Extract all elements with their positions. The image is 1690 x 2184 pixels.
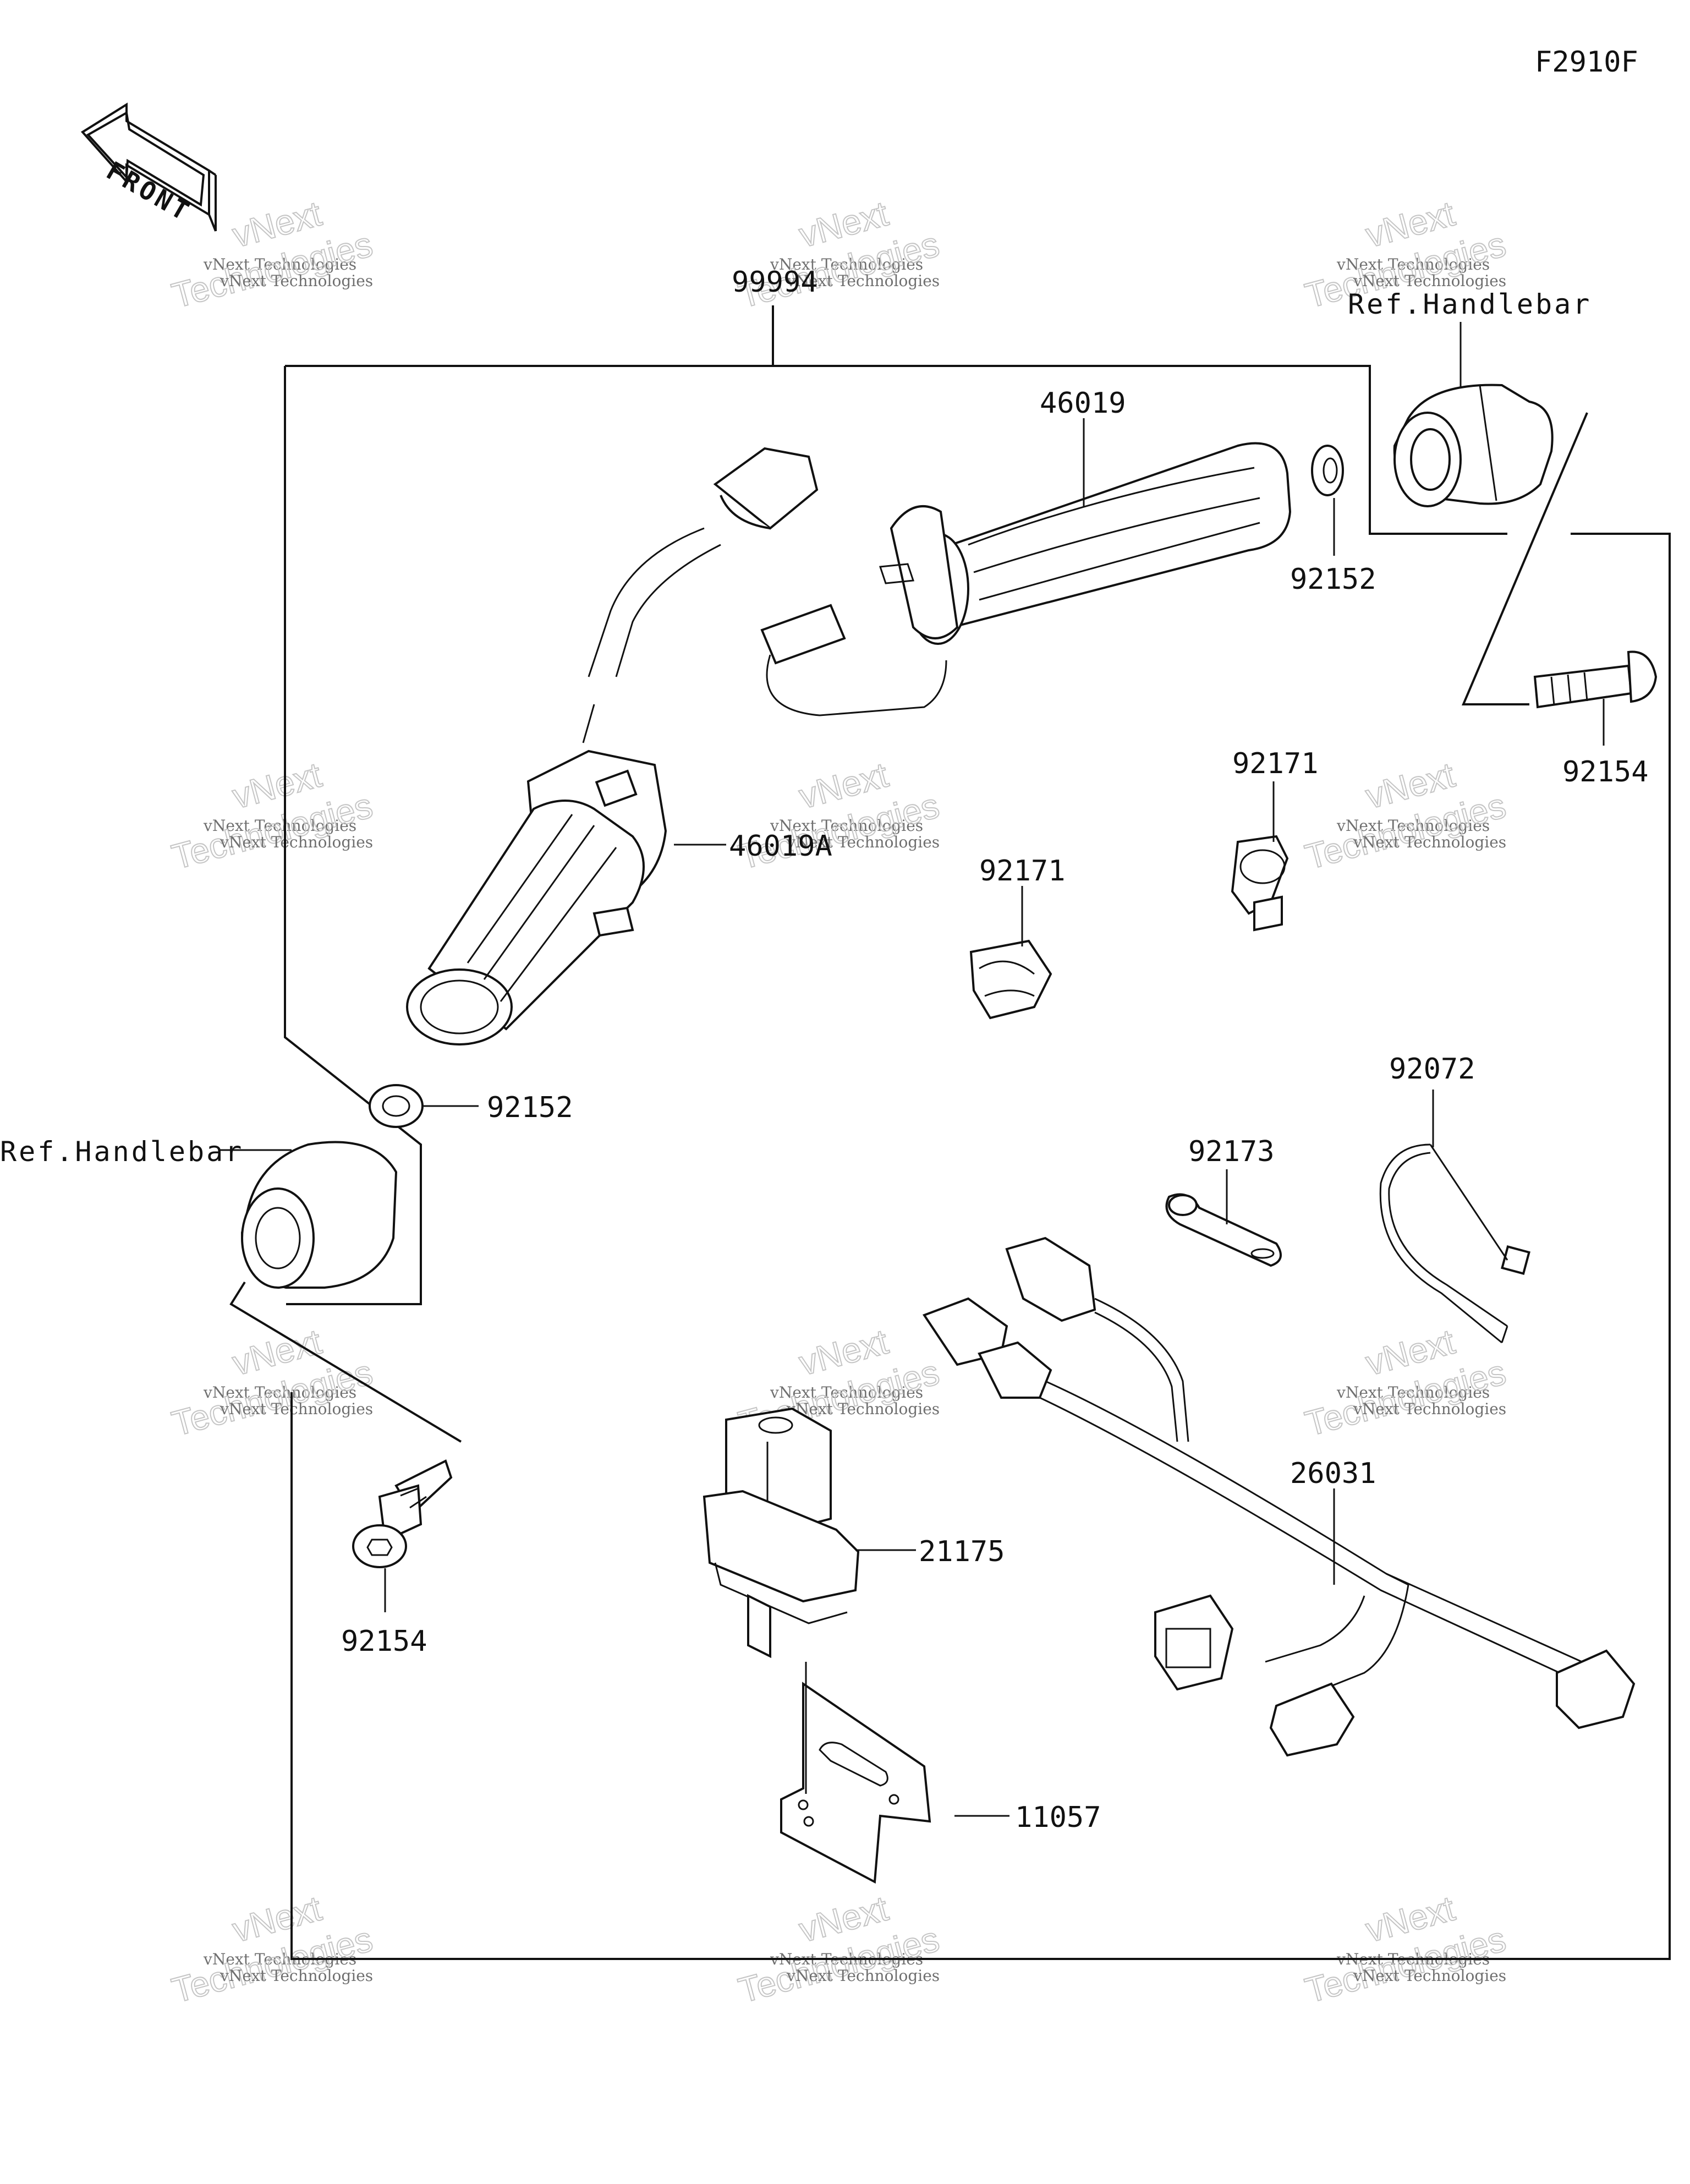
part-label-relay: 21175	[919, 1535, 1005, 1568]
grip-left	[406, 447, 819, 1046]
watermark-text: vNext Technologies	[1353, 1400, 1506, 1418]
watermark-text: vNext Technologies	[770, 255, 923, 273]
watermark-text: vNext Technologies	[1353, 1967, 1506, 1985]
part-label-clamp-lower: 92171	[979, 855, 1066, 888]
watermark-text: vNext Technologies	[220, 1400, 373, 1418]
ref-label-handlebar-left: Ref.Handlebar	[0, 1136, 244, 1168]
wiring-harness	[922, 1236, 1636, 1757]
part-label-clamp-upper: 92171	[1232, 747, 1319, 780]
watermark-text: vNext Technologies	[203, 817, 356, 835]
part-label-collar-left: 92152	[487, 1091, 573, 1124]
part-label-grip-right: 46019	[1040, 387, 1126, 420]
front-arrow-icon: FRONT	[80, 102, 217, 232]
part-label-plate: 92173	[1188, 1135, 1275, 1168]
clamp-lower	[969, 939, 1052, 1020]
grip-right	[760, 442, 1292, 716]
watermark-text: vNext Technologies	[1353, 833, 1506, 851]
collar-right	[1311, 445, 1344, 496]
figure-code: F2910F	[1535, 46, 1638, 79]
watermark-text: vNext Technologies	[770, 1383, 923, 1402]
part-label-band: 92072	[1389, 1053, 1475, 1086]
watermark-text: vNext Technologies	[1336, 817, 1490, 835]
plate	[1165, 1193, 1282, 1267]
handlebar-end-left	[240, 1141, 398, 1289]
watermark-text: vNext Technologies	[770, 817, 923, 835]
part-label-bracket: 11057	[1015, 1801, 1101, 1834]
watermark-text: vNext Technologies	[786, 833, 940, 851]
part-label-bolt-left: 92154	[341, 1625, 427, 1658]
part-label-collar-right: 92152	[1290, 563, 1376, 596]
part-label-harness: 26031	[1290, 1457, 1376, 1490]
part-label-kit: 99994	[732, 266, 818, 299]
clamp-upper	[1231, 835, 1289, 932]
bolt-right	[1533, 650, 1658, 709]
collar-left	[369, 1084, 424, 1128]
part-label-grip-left: 46019A	[729, 830, 832, 863]
watermark-text: vNext Technologies	[203, 1383, 356, 1402]
watermark-text: vNext Technologies	[203, 255, 356, 273]
watermark-text: vNext Technologies	[220, 1967, 373, 1985]
bracket	[780, 1662, 931, 1884]
relay	[703, 1407, 860, 1658]
watermark-text: vNext Technologies	[220, 833, 373, 851]
watermark-text: vNext Technologies	[1336, 255, 1490, 273]
watermark-text: vNext Technologies	[786, 1967, 940, 1985]
handlebar-end-right	[1393, 384, 1554, 507]
watermark-text: vNext Technologies	[786, 272, 940, 290]
watermark-text: vNext Technologies	[1336, 1383, 1490, 1402]
watermark-text: vNext Technologies	[1353, 272, 1506, 290]
watermark-text: vNext Technologies	[220, 272, 373, 290]
watermark-text: vNext Technologies	[786, 1400, 940, 1418]
ref-label-handlebar-right: Ref.Handlebar	[1348, 288, 1592, 320]
part-label-bolt-right: 92154	[1562, 756, 1649, 789]
cable-band	[1379, 1143, 1530, 1344]
kit-frame	[284, 305, 1671, 1960]
bolt-left	[352, 1459, 453, 1568]
